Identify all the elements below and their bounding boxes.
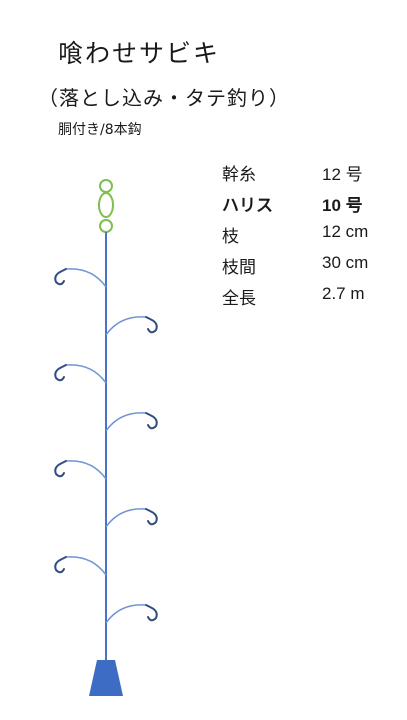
rig-title: 喰わせサビキ: [58, 39, 221, 68]
branch-line: [105, 508, 147, 528]
spec-value: 12 cm: [322, 222, 369, 241]
hook-icon: [54, 364, 67, 382]
branch-line: [105, 412, 147, 432]
branch-line: [65, 556, 107, 576]
hook-icon: [54, 460, 67, 478]
spec-label: 枝: [222, 227, 239, 247]
hook-icon: [54, 268, 67, 286]
spec-label: 枝間: [222, 258, 256, 278]
spec-value: 12 号: [322, 165, 363, 184]
branch-line: [105, 604, 147, 624]
rig-subtitle: （落とし込み・タテ釣り）: [38, 86, 290, 110]
branch-line: [105, 316, 147, 336]
branch-group: [54, 268, 158, 624]
hook-icon: [145, 412, 158, 430]
spec-label: ハリス: [222, 196, 273, 216]
branch-line: [65, 364, 107, 384]
spec-value: 2.7 m: [322, 284, 365, 303]
hook-icon: [145, 508, 158, 526]
swivel-ring-top: [99, 179, 113, 193]
hook-icon: [145, 604, 158, 622]
spec-label: 全長: [222, 289, 256, 309]
swivel-ring-bottom: [99, 219, 113, 233]
spec-value: 30 cm: [322, 253, 369, 272]
swivel-icon: [98, 179, 114, 233]
hook-icon: [145, 316, 158, 334]
branch-line: [65, 268, 107, 288]
sinker-icon: [89, 660, 123, 696]
branch-line: [65, 460, 107, 480]
rig-type-note: 胴付き/8本鈎: [58, 122, 142, 138]
swivel-body: [98, 192, 114, 218]
spec-label: 幹糸: [222, 165, 256, 185]
spec-value: 10 号: [322, 196, 363, 215]
hook-icon: [54, 556, 67, 574]
